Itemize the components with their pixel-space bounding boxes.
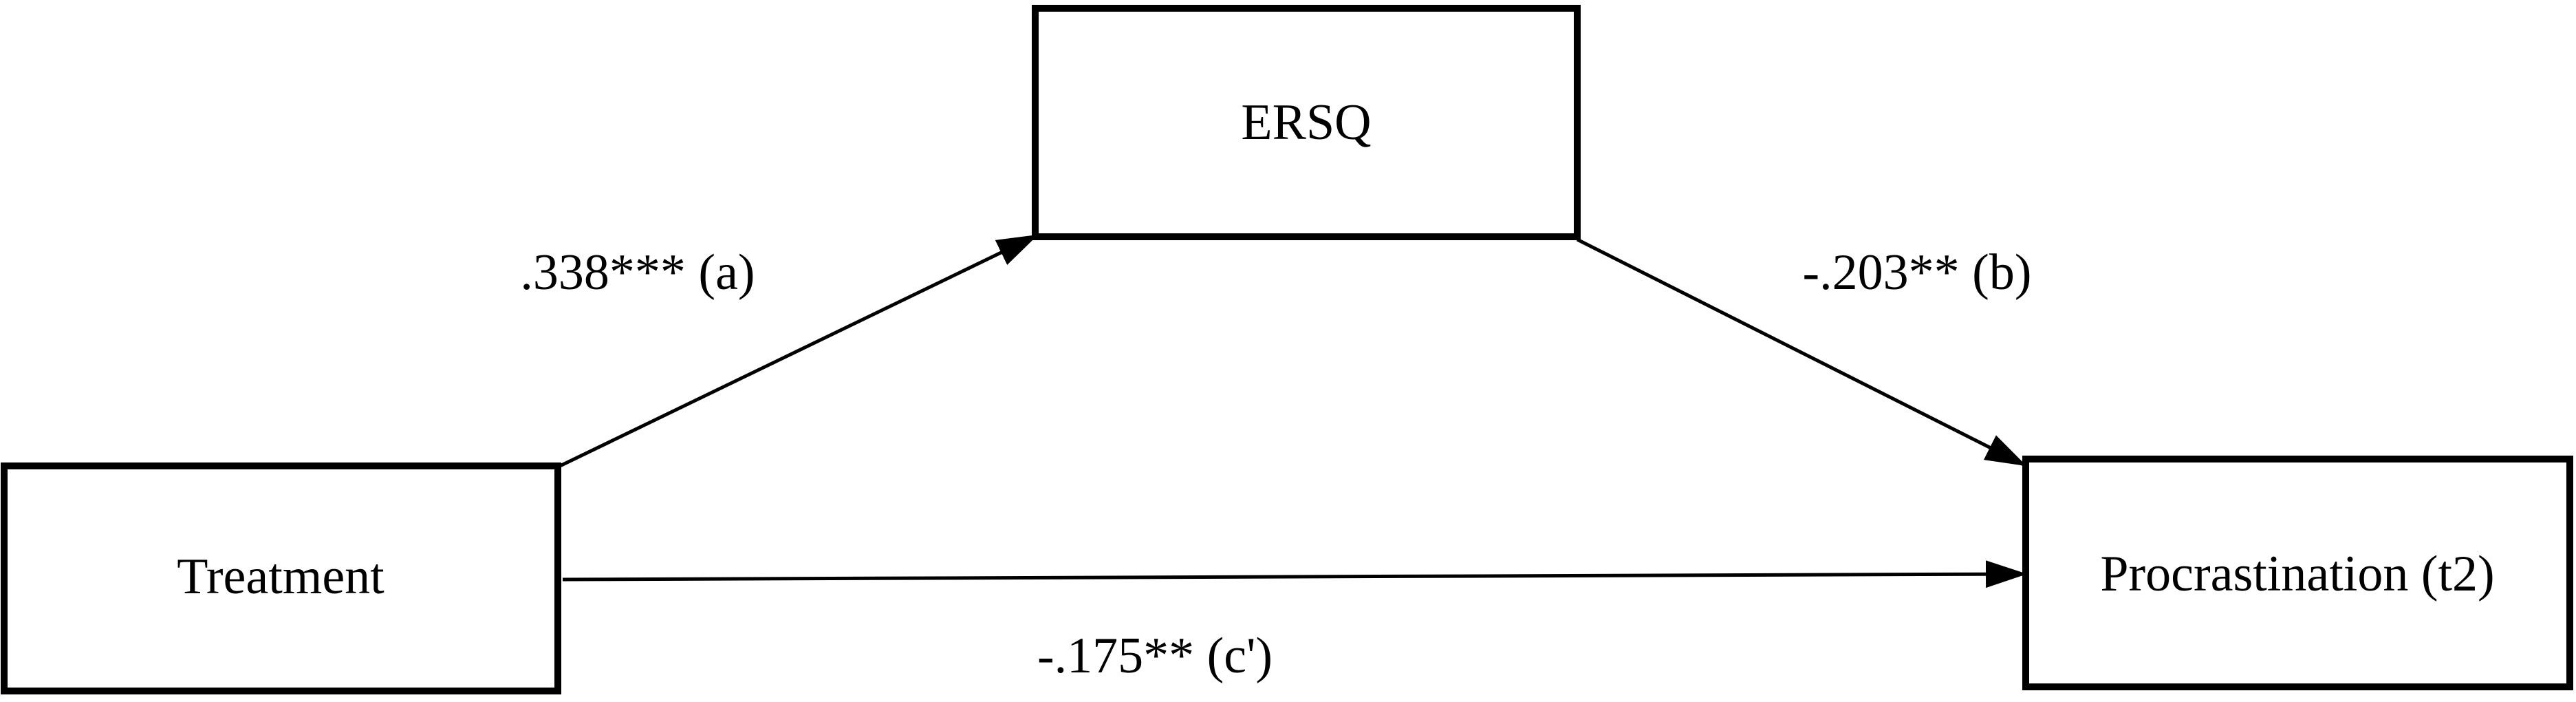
edge-b-arrow xyxy=(1576,237,2027,467)
edge-c-prime-label: -.175** (c') xyxy=(1037,628,1273,684)
edge-c-prime-arrow xyxy=(562,560,2027,588)
node-procrastination-box xyxy=(2022,456,2573,690)
edge-a-label: .338*** (a) xyxy=(520,244,755,301)
node-ersq: ERSQ xyxy=(1032,5,1581,240)
edge-a-arrow xyxy=(557,234,1039,469)
node-treatment: Treatment xyxy=(1,462,561,694)
node-procrastination: Procrastination (t2) xyxy=(2022,456,2573,690)
edge-b-label: -.203** (b) xyxy=(1803,244,2032,301)
node-ersq-label: ERSQ xyxy=(1241,94,1371,151)
node-ersq-box xyxy=(1032,5,1581,240)
node-procrastination-label: Procrastination (t2) xyxy=(2100,546,2494,602)
node-treatment-box xyxy=(1,462,561,694)
node-treatment-label: Treatment xyxy=(177,549,385,605)
